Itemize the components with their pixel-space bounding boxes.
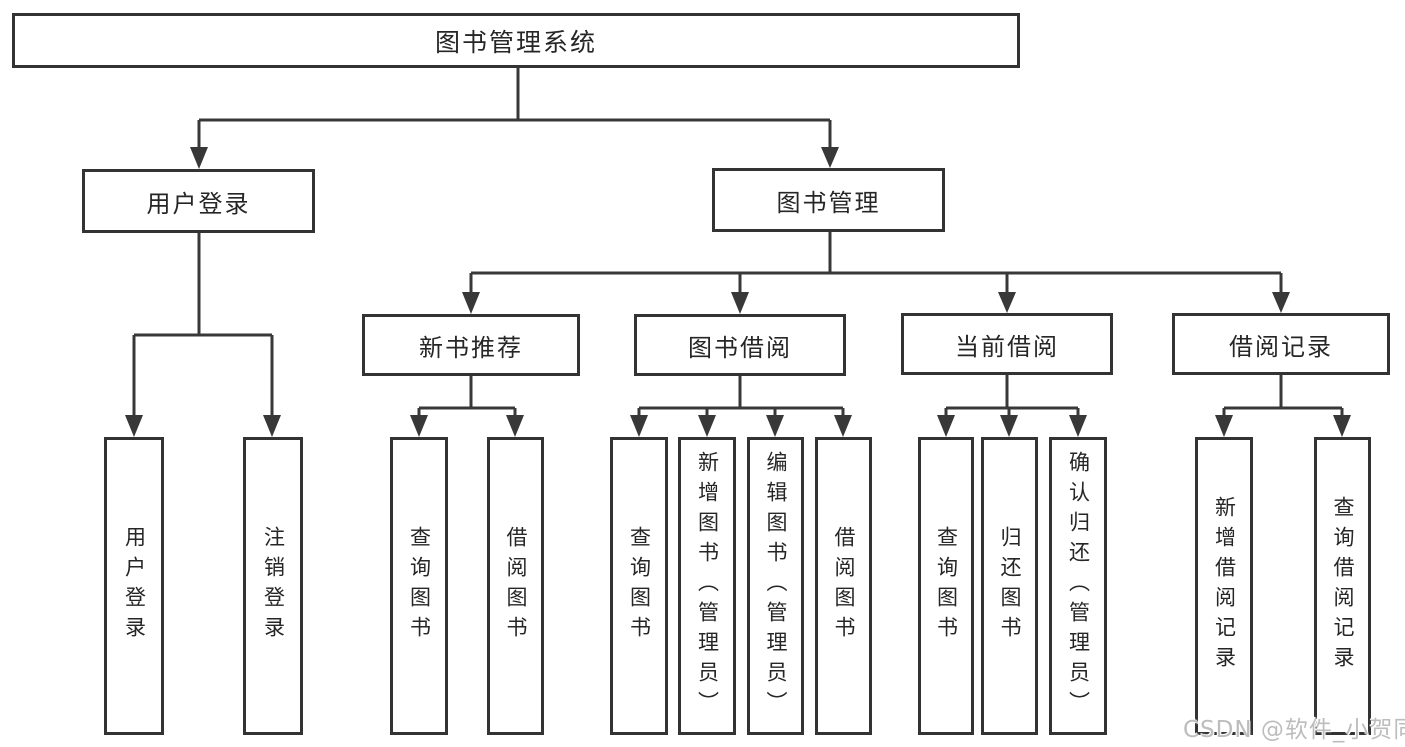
node-user-login-leaf: 用户登录 <box>104 437 164 735</box>
node-label: 当前借阅 <box>955 332 1059 361</box>
node-label: 借阅图书 <box>832 526 857 646</box>
node-label: 查询图书 <box>934 526 959 646</box>
connector-borrow-record-branch <box>1215 375 1351 437</box>
node-borrow-books-leaf: 借阅图书 <box>815 437 872 735</box>
node-return-book: 归还图书 <box>981 437 1038 735</box>
arrowhead-down-icon <box>1272 292 1290 313</box>
node-label: 图书管理系统 <box>434 27 597 57</box>
node-label: 编辑图书（管理员） <box>764 451 789 721</box>
arrowhead-down-icon <box>630 415 648 437</box>
node-add-book-admin: 新增图书（管理员） <box>678 437 736 735</box>
node-query-borrow-record: 查询借阅记录 <box>1314 437 1371 735</box>
connector-root-to-level2 <box>190 67 839 169</box>
node-label: 确认归还（管理员） <box>1066 451 1091 721</box>
node-label: 查询图书 <box>627 526 652 646</box>
node-current-borrow: 当前借阅 <box>901 313 1113 375</box>
node-label: 归还图书 <box>998 526 1023 646</box>
node-query-books-recommend: 查询图书 <box>390 437 448 735</box>
node-book-borrow: 图书借阅 <box>634 314 846 376</box>
arrowhead-down-icon <box>937 415 955 437</box>
node-label: 图书借阅 <box>688 333 792 362</box>
node-library-system: 图书管理系统 <box>12 13 1020 68</box>
node-label: 查询图书 <box>407 526 432 646</box>
connector-user-login-branch <box>125 233 281 437</box>
arrowhead-down-icon <box>263 415 281 437</box>
node-new-book-recommend: 新书推荐 <box>362 314 580 376</box>
node-book-management: 图书管理 <box>712 168 945 232</box>
arrowhead-down-icon <box>766 415 784 437</box>
node-label: 新增借阅记录 <box>1212 496 1237 676</box>
csdn-watermark: CSDN @软件_小贺同学 <box>1183 717 1405 743</box>
node-edit-book-admin: 编辑图书（管理员） <box>747 437 804 735</box>
arrowhead-down-icon <box>834 415 852 437</box>
arrowhead-down-icon <box>698 415 716 437</box>
connector-current-borrow-branch <box>937 375 1087 437</box>
node-label: 新增图书（管理员） <box>695 451 720 721</box>
node-confirm-return-admin: 确认归还（管理员） <box>1049 437 1107 735</box>
node-add-borrow-record: 新增借阅记录 <box>1195 437 1253 735</box>
arrowhead-down-icon <box>821 147 839 168</box>
node-label: 图书管理 <box>776 188 881 217</box>
arrowhead-down-icon <box>125 415 143 437</box>
node-borrow-books-recommend: 借阅图书 <box>487 437 544 735</box>
node-label: 用户登录 <box>146 189 251 218</box>
node-label: 借阅记录 <box>1229 332 1333 361</box>
node-label: 查询借阅记录 <box>1331 496 1356 676</box>
arrowhead-down-icon <box>506 415 524 437</box>
connector-book-management-to-level3 <box>462 232 1290 314</box>
node-borrow-record: 借阅记录 <box>1172 313 1390 375</box>
arrowhead-down-icon <box>1215 415 1233 437</box>
node-label: 新书推荐 <box>419 333 523 362</box>
arrowhead-down-icon <box>462 292 480 314</box>
connector-new-book-branch <box>410 376 524 437</box>
connector-book-borrow-branch <box>630 376 852 437</box>
arrowhead-down-icon <box>190 147 208 169</box>
arrowhead-down-icon <box>731 292 749 314</box>
node-query-books-borrow: 查询图书 <box>610 437 668 735</box>
node-logout-leaf: 注销登录 <box>243 437 303 735</box>
node-query-books-current: 查询图书 <box>918 437 974 735</box>
arrowhead-down-icon <box>410 415 428 437</box>
node-label: 注销登录 <box>261 526 286 646</box>
arrowhead-down-icon <box>1000 415 1018 437</box>
node-user-login: 用户登录 <box>82 169 315 233</box>
arrowhead-down-icon <box>998 292 1016 313</box>
node-label: 借阅图书 <box>504 526 529 646</box>
arrowhead-down-icon <box>1333 415 1351 437</box>
node-label: 用户登录 <box>122 526 147 646</box>
arrowhead-down-icon <box>1069 415 1087 437</box>
